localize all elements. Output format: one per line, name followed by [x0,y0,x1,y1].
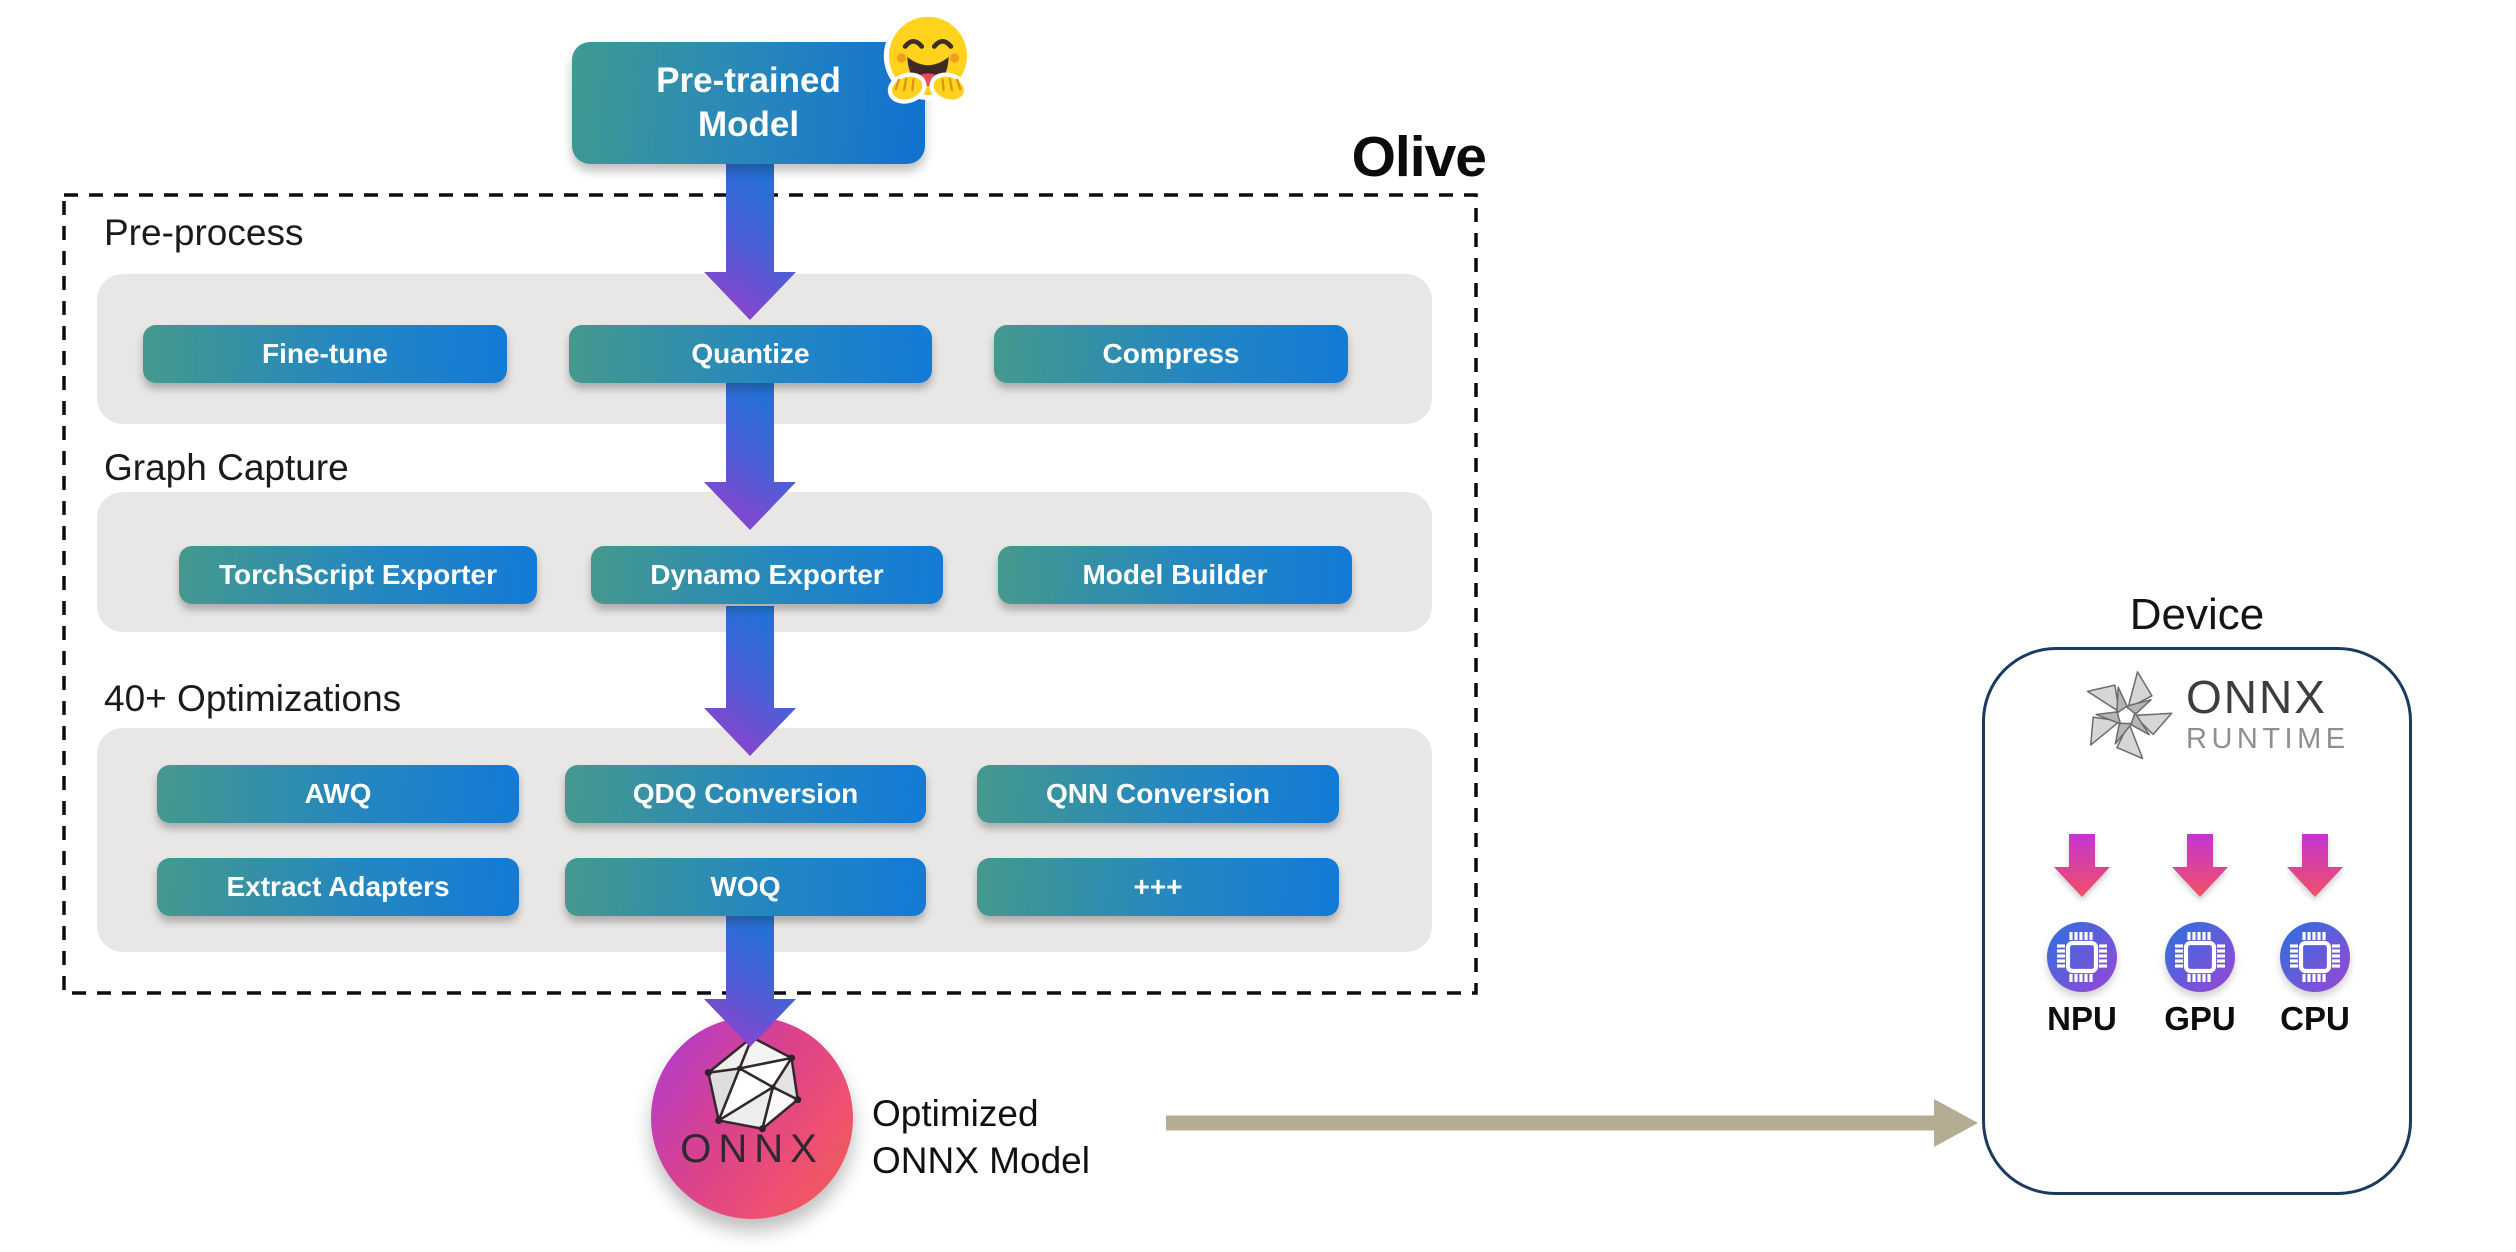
pass-model-builder: Model Builder [998,546,1352,604]
flow-arrow-down-icon [704,383,796,530]
flow-arrow-down-icon [704,916,796,1047]
processor-label-cpu: CPU [2280,1000,2350,1037]
pass-fine-tune: Fine-tune [143,325,507,383]
pass-awq: AWQ [157,765,519,823]
chip-icon [2045,920,2119,994]
pass-more: +++ [977,858,1339,916]
onnx-runtime-pinwheel-icon [2086,671,2173,760]
output-caption-line1: Optimized [872,1093,1039,1134]
chip-icon [2163,920,2237,994]
device-box [1982,647,2412,1195]
pass-woq: WOQ [565,858,926,916]
device-arrow-down-icon [2283,834,2347,897]
section-label-graph-capture: Graph Capture [104,447,349,488]
pretrained-model-label: Pre-trained Model [656,61,841,144]
device-arrow-down-icon [2168,834,2232,897]
section-label-optimizations: 40+ Optimizations [104,678,402,719]
output-caption: Optimized ONNX Model [872,1090,1090,1184]
pass-dynamo-exporter: Dynamo Exporter [591,546,943,604]
processor-label-npu: NPU [2047,1000,2117,1037]
onnx-runtime-wordmark: ONNX RUNTIME [2186,674,2350,754]
chip-icon [2278,920,2352,994]
hugging-face-emoji-icon [883,11,973,104]
pass-quantize: Quantize [569,325,932,383]
pretrained-model-node: Pre-trained Model [572,42,925,164]
handoff-arrow-right-icon [1166,1099,1978,1147]
olive-title: Olive [1351,125,1487,189]
device-arrow-down-icon [2050,834,2114,897]
pass-extract-adapters: Extract Adapters [157,858,519,916]
onnx-logo-wordmark: ONNX [680,1127,824,1171]
flow-arrow-down-icon [704,162,796,320]
pass-compress: Compress [994,325,1348,383]
section-label-pre-process: Pre-process [104,212,304,253]
onnx-logo-icon [704,1033,802,1133]
flow-arrow-down-icon [704,606,796,756]
optimized-onnx-model-node: ONNX [651,1017,853,1219]
pass-qdq-conversion: QDQ Conversion [565,765,926,823]
pass-torchscript-exporter: TorchScript Exporter [179,546,537,604]
onnx-runtime-line1: ONNX [2186,671,2327,723]
device-title: Device [2129,590,2265,639]
pass-qnn-conversion: QNN Conversion [977,765,1339,823]
onnx-runtime-line2: RUNTIME [2186,723,2350,755]
output-caption-line2: ONNX Model [872,1140,1090,1181]
processor-label-gpu: GPU [2164,1000,2236,1037]
